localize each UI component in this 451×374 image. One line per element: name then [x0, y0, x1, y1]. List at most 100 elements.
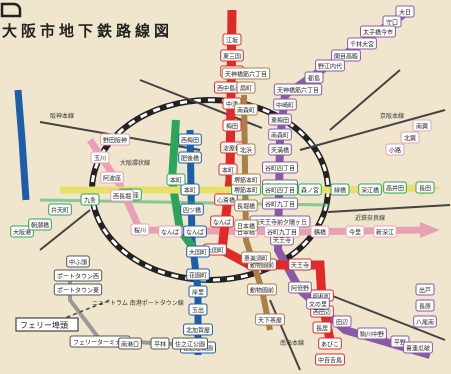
station-midosuji-5[interactable]: 梅田	[222, 119, 242, 132]
station-sennichimae-4[interactable]: 桜川	[130, 223, 150, 236]
station-chuo-0[interactable]: 大阪港	[10, 225, 34, 238]
station-chuo-6[interactable]: 堺筋本町	[231, 183, 261, 196]
station-chuo-1[interactable]: 朝潮橋	[28, 218, 52, 231]
station-chuo-7[interactable]: 谷町四丁目	[262, 183, 298, 196]
station-box	[385, 143, 405, 156]
station-sennichimae-5[interactable]: なんば	[158, 225, 182, 238]
station-chuo-11[interactable]: 高井田	[383, 181, 407, 194]
station-label: 北加賀屋	[186, 327, 210, 335]
station-sakaisuji-7[interactable]: 恵美須町	[241, 251, 271, 264]
station-sakaisuji-5[interactable]: 長堀橋	[234, 199, 258, 212]
station-nanko_port_town-0[interactable]: 中ふ頭	[66, 255, 90, 268]
station-box	[178, 133, 202, 146]
station-tanimachi-20[interactable]: 駒川中野	[357, 327, 387, 340]
station-tanimachi-12[interactable]: 谷町四丁目	[262, 161, 298, 174]
station-yotsubashi-4[interactable]: なんば	[183, 225, 207, 238]
station-sennichimae-3[interactable]: 西長堀	[110, 189, 134, 202]
station-sennichimae-0[interactable]: 野田阪神	[100, 133, 130, 146]
station-chuo-10[interactable]: 深江橋	[358, 183, 382, 196]
station-box	[180, 203, 204, 216]
station-midosuji-9[interactable]: なんば	[210, 215, 234, 228]
nankai-line	[269, 299, 301, 371]
station-sakaisuji-9[interactable]: 天下茶屋	[255, 313, 285, 326]
station-tanimachi-15[interactable]: 四天王寺前夕陽ヶ丘	[249, 215, 311, 228]
station-tanimachi-4[interactable]: 関目高殿	[331, 49, 361, 62]
station-sennichimae-11[interactable]: 小路	[385, 143, 405, 156]
station-nanko_port_town-2[interactable]: ポートタウン東	[53, 283, 103, 296]
station-tanimachi-1[interactable]: 守口	[382, 15, 402, 28]
station-tanimachi-19[interactable]: 田辺	[332, 315, 352, 328]
station-tanimachi-22[interactable]: 喜連瓜破	[403, 341, 433, 354]
station-yotsubashi-1[interactable]: 肥後橋	[178, 151, 202, 164]
station-chuo-2[interactable]: 弁天町	[48, 203, 72, 216]
station-sakaisuji-8[interactable]: 動物園前	[247, 283, 277, 296]
station-sennichimae-2[interactable]: 阿波座	[100, 171, 124, 184]
station-tanimachi-5[interactable]: 野江内代	[315, 59, 345, 72]
station-box	[373, 225, 397, 238]
station-tanimachi-18[interactable]: 文の里	[306, 297, 330, 310]
station-midosuji-0[interactable]: 江坂	[222, 33, 242, 46]
station-tanimachi-24[interactable]: 長原	[415, 299, 435, 312]
station-midosuji-17[interactable]: 中百舌鳥	[315, 353, 345, 366]
station-tanimachi-6[interactable]: 都島	[304, 71, 324, 84]
station-tanimachi-7[interactable]: 天神橋筋六丁目	[273, 83, 323, 96]
station-label: 本町	[184, 187, 196, 195]
station-sennichimae-10[interactable]: 新深江	[373, 225, 397, 238]
station-tanimachi-11[interactable]: 天満橋	[268, 143, 292, 156]
station-sennichimae-9[interactable]: 今里	[345, 225, 365, 238]
station-box	[273, 83, 323, 96]
station-sakaisuji-1[interactable]: 扇町	[236, 81, 256, 94]
station-tanimachi-8[interactable]: 中崎町	[273, 98, 297, 111]
station-label: 日本橋	[237, 223, 255, 231]
station-yotsubashi-5[interactable]: 大国町	[186, 245, 210, 258]
station-yotsubashi-9[interactable]: 北加賀屋	[183, 323, 213, 336]
station-midosuji-1[interactable]: 東三国	[220, 49, 244, 62]
station-sennichimae-1[interactable]: 玉川	[90, 151, 110, 164]
station-nanko_port_town-4[interactable]: 南港口	[118, 337, 142, 350]
station-tanimachi-2[interactable]: 太子橋今市	[360, 25, 396, 38]
station-sakaisuji-2[interactable]: 南森町	[234, 103, 258, 116]
station-chuo-5[interactable]: 本町	[166, 173, 186, 186]
station-midosuji-8[interactable]: 心斎橋	[214, 193, 238, 206]
station-sakaisuji-6[interactable]: 日本橋	[234, 219, 258, 232]
station-chuo-8[interactable]: 森ノ宮	[298, 183, 322, 196]
station-sakaisuji-3[interactable]: 北浜	[236, 143, 256, 156]
station-sennichimae-13[interactable]: 南巽	[412, 119, 432, 132]
station-label: 西長堀	[113, 193, 131, 201]
station-tanimachi-17[interactable]: 阿倍野	[288, 281, 312, 294]
station-tanimachi-25[interactable]: 八尾南	[413, 315, 437, 328]
station-yotsubashi-6[interactable]: 花園町	[186, 268, 210, 281]
station-yotsubashi-0[interactable]: 西梅田	[178, 133, 202, 146]
station-tanimachi-3[interactable]: 千林大宮	[347, 37, 377, 50]
station-sennichimae-7[interactable]: 谷町九丁目	[264, 225, 300, 238]
station-nanko_port_town-6[interactable]: 住之江公園	[172, 337, 208, 350]
station-box	[48, 203, 72, 216]
station-yotsubashi-2[interactable]: 本町	[180, 183, 200, 196]
station-tanimachi-10[interactable]: 南森町	[268, 128, 292, 141]
station-midosuji-16[interactable]: あびこ	[318, 337, 342, 350]
station-sennichimae-8[interactable]: 鶴橋	[310, 225, 330, 238]
station-nanko_port_town-5[interactable]: 平林	[150, 337, 170, 350]
station-box	[415, 181, 435, 194]
ferry-pier[interactable]: フェリー埠頭	[15, 317, 79, 332]
station-tanimachi-14[interactable]: 谷町九丁目	[262, 197, 298, 210]
station-chuo-12[interactable]: 長田	[415, 181, 435, 194]
station-yotsubashi-8[interactable]: 玉出	[188, 303, 208, 316]
station-label: 谷町九丁目	[267, 229, 297, 237]
station-yotsubashi-3[interactable]: 四ツ橋	[180, 203, 204, 216]
station-tanimachi-23[interactable]: 出戸	[415, 283, 435, 296]
station-sennichimae-12[interactable]: 北巽	[400, 131, 420, 144]
station-sakaisuji-4[interactable]: 堺筋本町	[231, 173, 261, 186]
station-midosuji-12[interactable]: 天王寺	[288, 258, 312, 271]
station-nanko_port_town-1[interactable]: ポートタウン西	[53, 269, 103, 282]
station-midosuji-15[interactable]: 長居	[312, 321, 332, 334]
station-yotsubashi-7[interactable]: 岸里	[188, 285, 208, 298]
station-midosuji-7[interactable]: 本町	[218, 163, 238, 176]
station-chuo-9[interactable]: 緑橋	[330, 183, 350, 196]
station-sakaisuji-0[interactable]: 天神橋筋六丁目	[221, 67, 271, 80]
station-tanimachi-9[interactable]: 東梅田	[268, 113, 292, 126]
station-label: 東三国	[223, 53, 241, 61]
station-tanimachi-0[interactable]: 大日	[395, 5, 415, 18]
station-chuo-3[interactable]: 九条	[80, 193, 100, 206]
new-tram-label: ニュートラム 南港ポートタウン線	[92, 299, 184, 307]
